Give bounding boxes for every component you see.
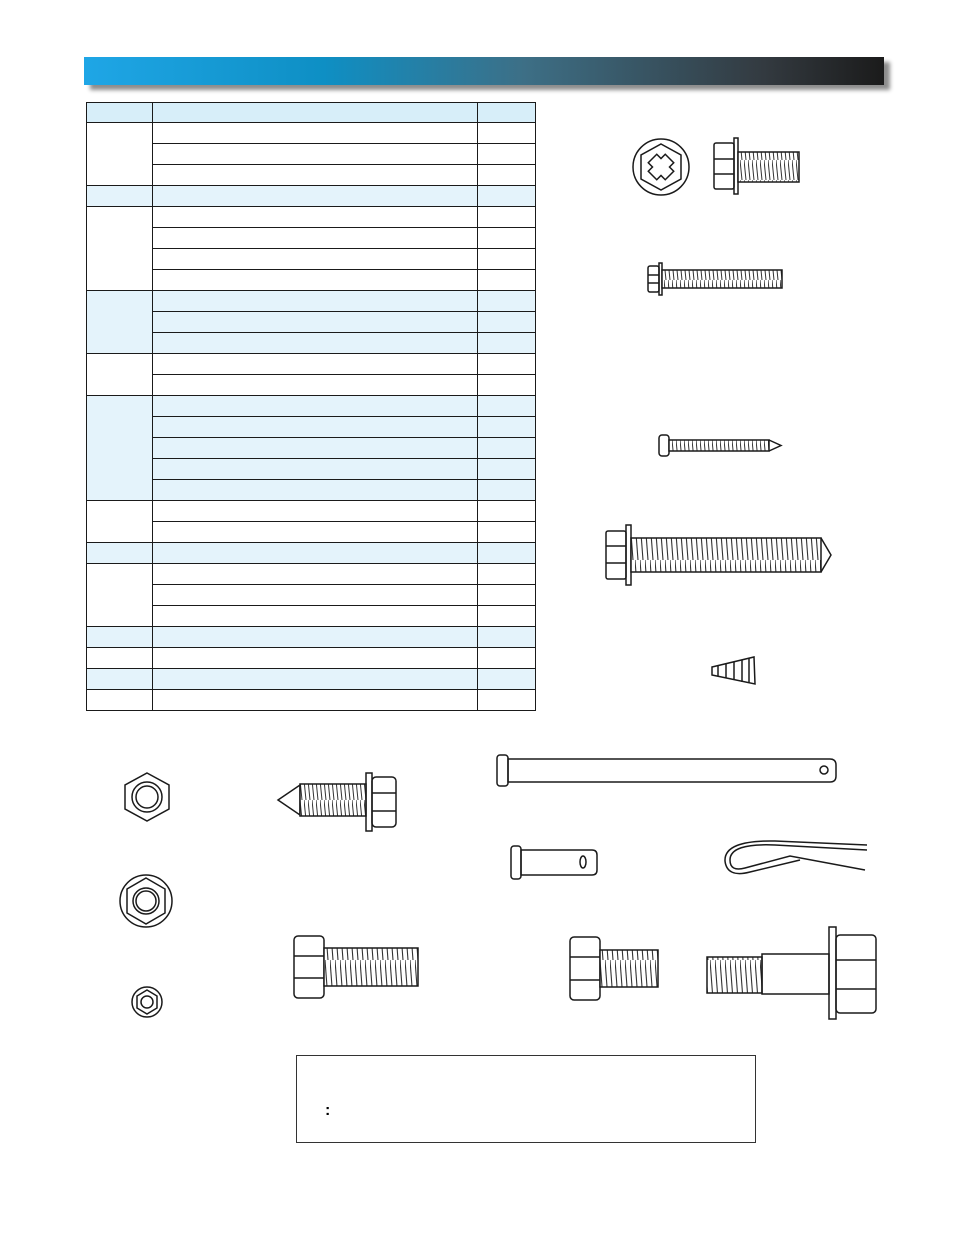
shoulder-bolt-icon	[706, 926, 877, 1020]
table-row	[86, 563, 536, 627]
table-cell-key	[86, 500, 153, 543]
table-cell-description	[152, 542, 478, 564]
table-row	[87, 164, 536, 186]
table-cell-qty	[477, 689, 536, 711]
table-cell-description	[152, 437, 478, 459]
pan-head-wood-screw-icon	[658, 434, 783, 457]
table-row	[87, 248, 536, 270]
hairpin-cotter-icon	[724, 840, 868, 875]
table-row	[87, 458, 536, 480]
table-cell-qty	[477, 626, 536, 648]
table-row	[86, 500, 536, 543]
table-row	[86, 185, 536, 207]
table-row	[86, 395, 536, 501]
table-cell-qty	[477, 437, 536, 459]
section-header-bar	[84, 57, 884, 85]
phillips-head-top-view-icon	[632, 138, 690, 196]
table-cell-key	[86, 395, 153, 501]
table-cell-key	[86, 290, 153, 354]
table-cell-description	[152, 332, 478, 354]
table-cell-description	[152, 458, 478, 480]
table-cell-key	[86, 185, 153, 207]
table-cell-description	[152, 311, 478, 333]
note-colon: :	[325, 1102, 331, 1119]
table-row	[86, 206, 536, 291]
table-cell-qty	[477, 332, 536, 354]
table-row	[87, 227, 536, 249]
table-row	[87, 605, 536, 627]
hex-nut-icon	[124, 772, 170, 822]
hex-bolt-medium-icon	[569, 936, 659, 1001]
self-drilling-hex-screw-icon	[276, 772, 397, 832]
hex-bolt-large-icon	[293, 935, 419, 999]
hex-lag-screw-icon	[605, 524, 832, 586]
long-clevis-pin-icon	[496, 754, 837, 787]
table-cell-key	[86, 542, 153, 564]
table-row	[87, 311, 536, 333]
hex-washer-head-screw-short-icon	[713, 137, 800, 195]
short-clevis-pin-icon	[510, 845, 598, 880]
table-cell-key	[86, 668, 153, 690]
table-row	[86, 353, 536, 396]
table-row	[86, 122, 536, 186]
table-row	[86, 290, 536, 354]
table-cell-qty	[477, 185, 536, 207]
table-row	[87, 479, 536, 501]
hex-washer-head-screw-long-icon	[647, 262, 783, 296]
table-cell-qty	[477, 458, 536, 480]
table-row	[87, 437, 536, 459]
table-cell-description	[152, 290, 478, 312]
table-cell-key	[86, 353, 153, 396]
table-row	[86, 689, 536, 711]
note-box: :	[296, 1055, 756, 1143]
header-qty	[477, 102, 536, 123]
table-cell-qty	[477, 311, 536, 333]
table-cell-qty	[477, 668, 536, 690]
small-lock-nut-icon	[131, 986, 163, 1018]
flange-nut-icon	[119, 874, 173, 928]
table-row	[86, 668, 536, 690]
hardware-table	[86, 102, 536, 711]
table-row	[87, 143, 536, 165]
table-cell-qty	[477, 479, 536, 501]
table-cell-description	[152, 479, 478, 501]
table-row	[86, 542, 536, 564]
table-row	[86, 626, 536, 648]
table-cell-description	[152, 185, 478, 207]
table-row	[87, 332, 536, 354]
table-cell-key	[86, 563, 153, 627]
table-cell-description	[152, 626, 478, 648]
table-cell-qty	[477, 416, 536, 438]
wire-nut-icon	[711, 656, 756, 685]
